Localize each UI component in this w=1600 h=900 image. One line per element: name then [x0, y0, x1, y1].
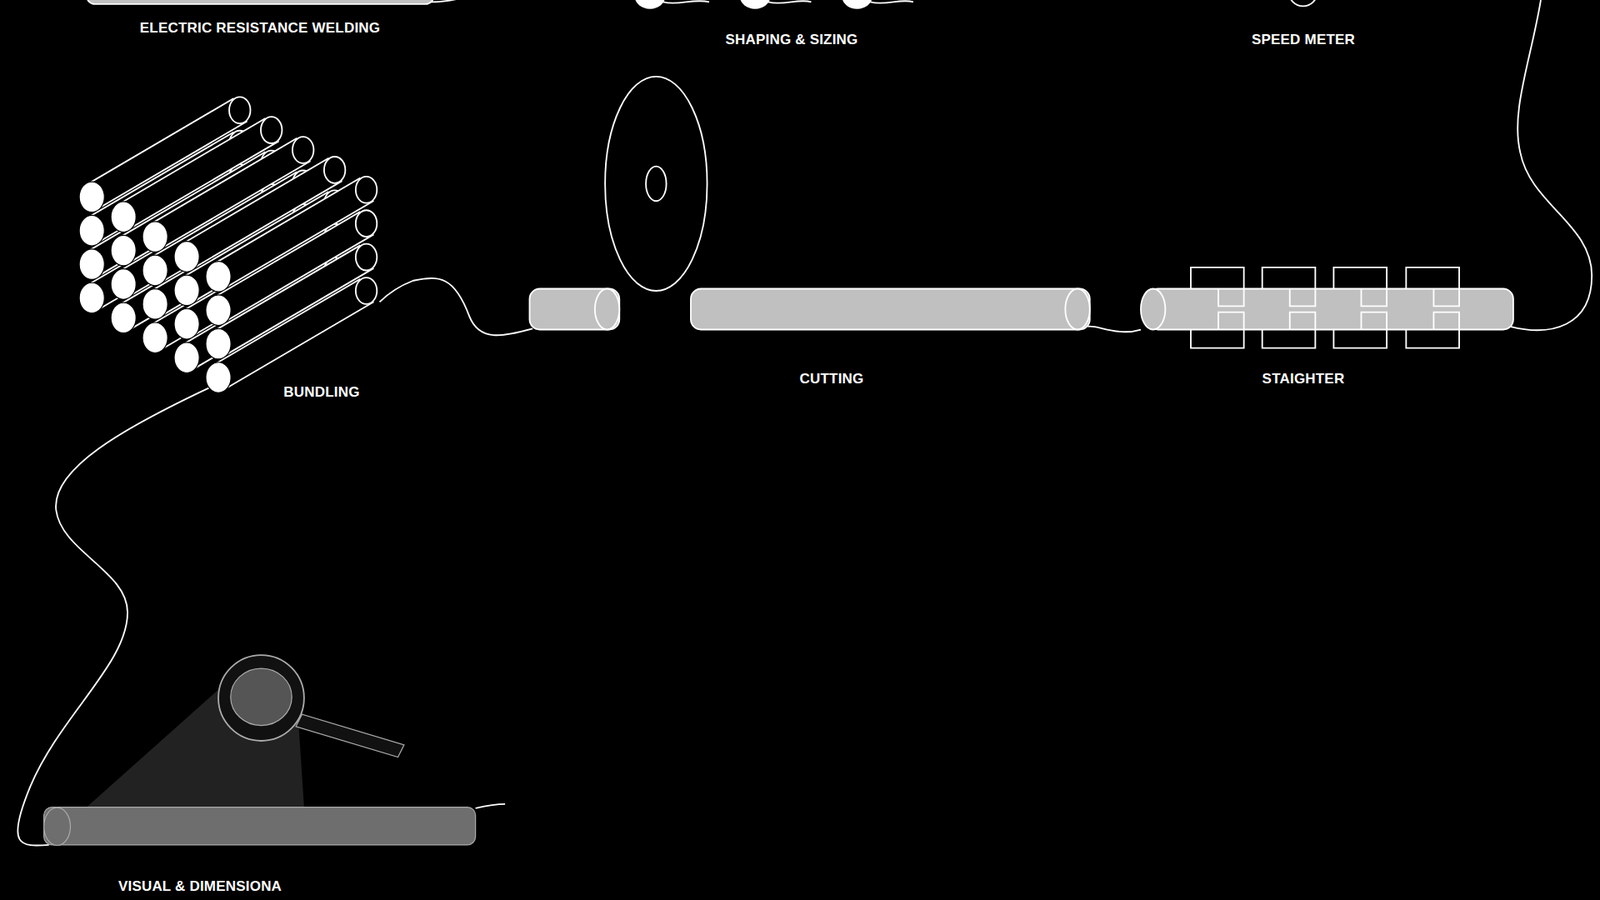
clamp: [1405, 267, 1460, 307]
pipe-end: [110, 201, 136, 233]
pipe-bundle: [79, 96, 377, 393]
step-label: VISUAL & DIMENSIONA: [115, 878, 285, 895]
pipe-end: [142, 322, 168, 354]
pipe-end: [205, 328, 231, 360]
straightener: [1140, 267, 1514, 349]
step-label: SPEED METER: [1249, 31, 1358, 49]
pipe-end: [142, 255, 168, 286]
pipe-end: [355, 277, 377, 305]
pipe-end: [110, 235, 136, 266]
rollers: [635, 0, 914, 9]
pipe-body: [211, 279, 374, 390]
pipe-end: [79, 181, 105, 213]
step-label: BUNDLING: [280, 384, 362, 401]
pipe-end: [79, 215, 105, 246]
pipe-end: [355, 210, 377, 237]
pipe-end: [205, 295, 231, 326]
step-label: SHAPING & SIZING: [722, 31, 860, 49]
pipe-end: [174, 275, 200, 306]
clamp: [1262, 312, 1316, 349]
erw-pipe: [86, 0, 434, 5]
clamp: [1333, 312, 1387, 349]
pipe-end: [79, 282, 105, 314]
inspection: [44, 655, 476, 845]
pipe-end: [110, 302, 136, 334]
step-label: STAIGHTER: [1260, 370, 1348, 388]
clamp: [1262, 267, 1316, 307]
pipe-end: [355, 176, 377, 204]
pipe-end: [174, 241, 200, 273]
pipe-end: [110, 269, 136, 300]
saw-disc: [605, 76, 707, 291]
clamp: [1333, 267, 1387, 307]
speed-meter-wheel: [1289, 0, 1318, 6]
wire: [17, 0, 1592, 846]
pipe-end: [260, 116, 282, 144]
pipe-end: [142, 289, 168, 320]
pipe-end: [174, 308, 200, 340]
pipe-end: [355, 244, 377, 271]
pipe-end: [174, 342, 200, 374]
step-label: ELECTRIC RESISTANCE WELDING: [137, 20, 383, 37]
pipe-end: [205, 261, 231, 293]
clamp: [1405, 312, 1460, 349]
pipe-end: [79, 249, 105, 280]
step-label: CUTTING: [797, 370, 867, 388]
clamp: [1190, 312, 1245, 349]
pipe-end: [142, 221, 168, 253]
pipe-end: [324, 156, 345, 184]
pipe-end: [205, 362, 231, 394]
clamp: [1190, 267, 1245, 307]
cut-pipe: [530, 289, 1090, 330]
pipe-end: [292, 136, 314, 164]
pipe-end: [229, 96, 250, 124]
